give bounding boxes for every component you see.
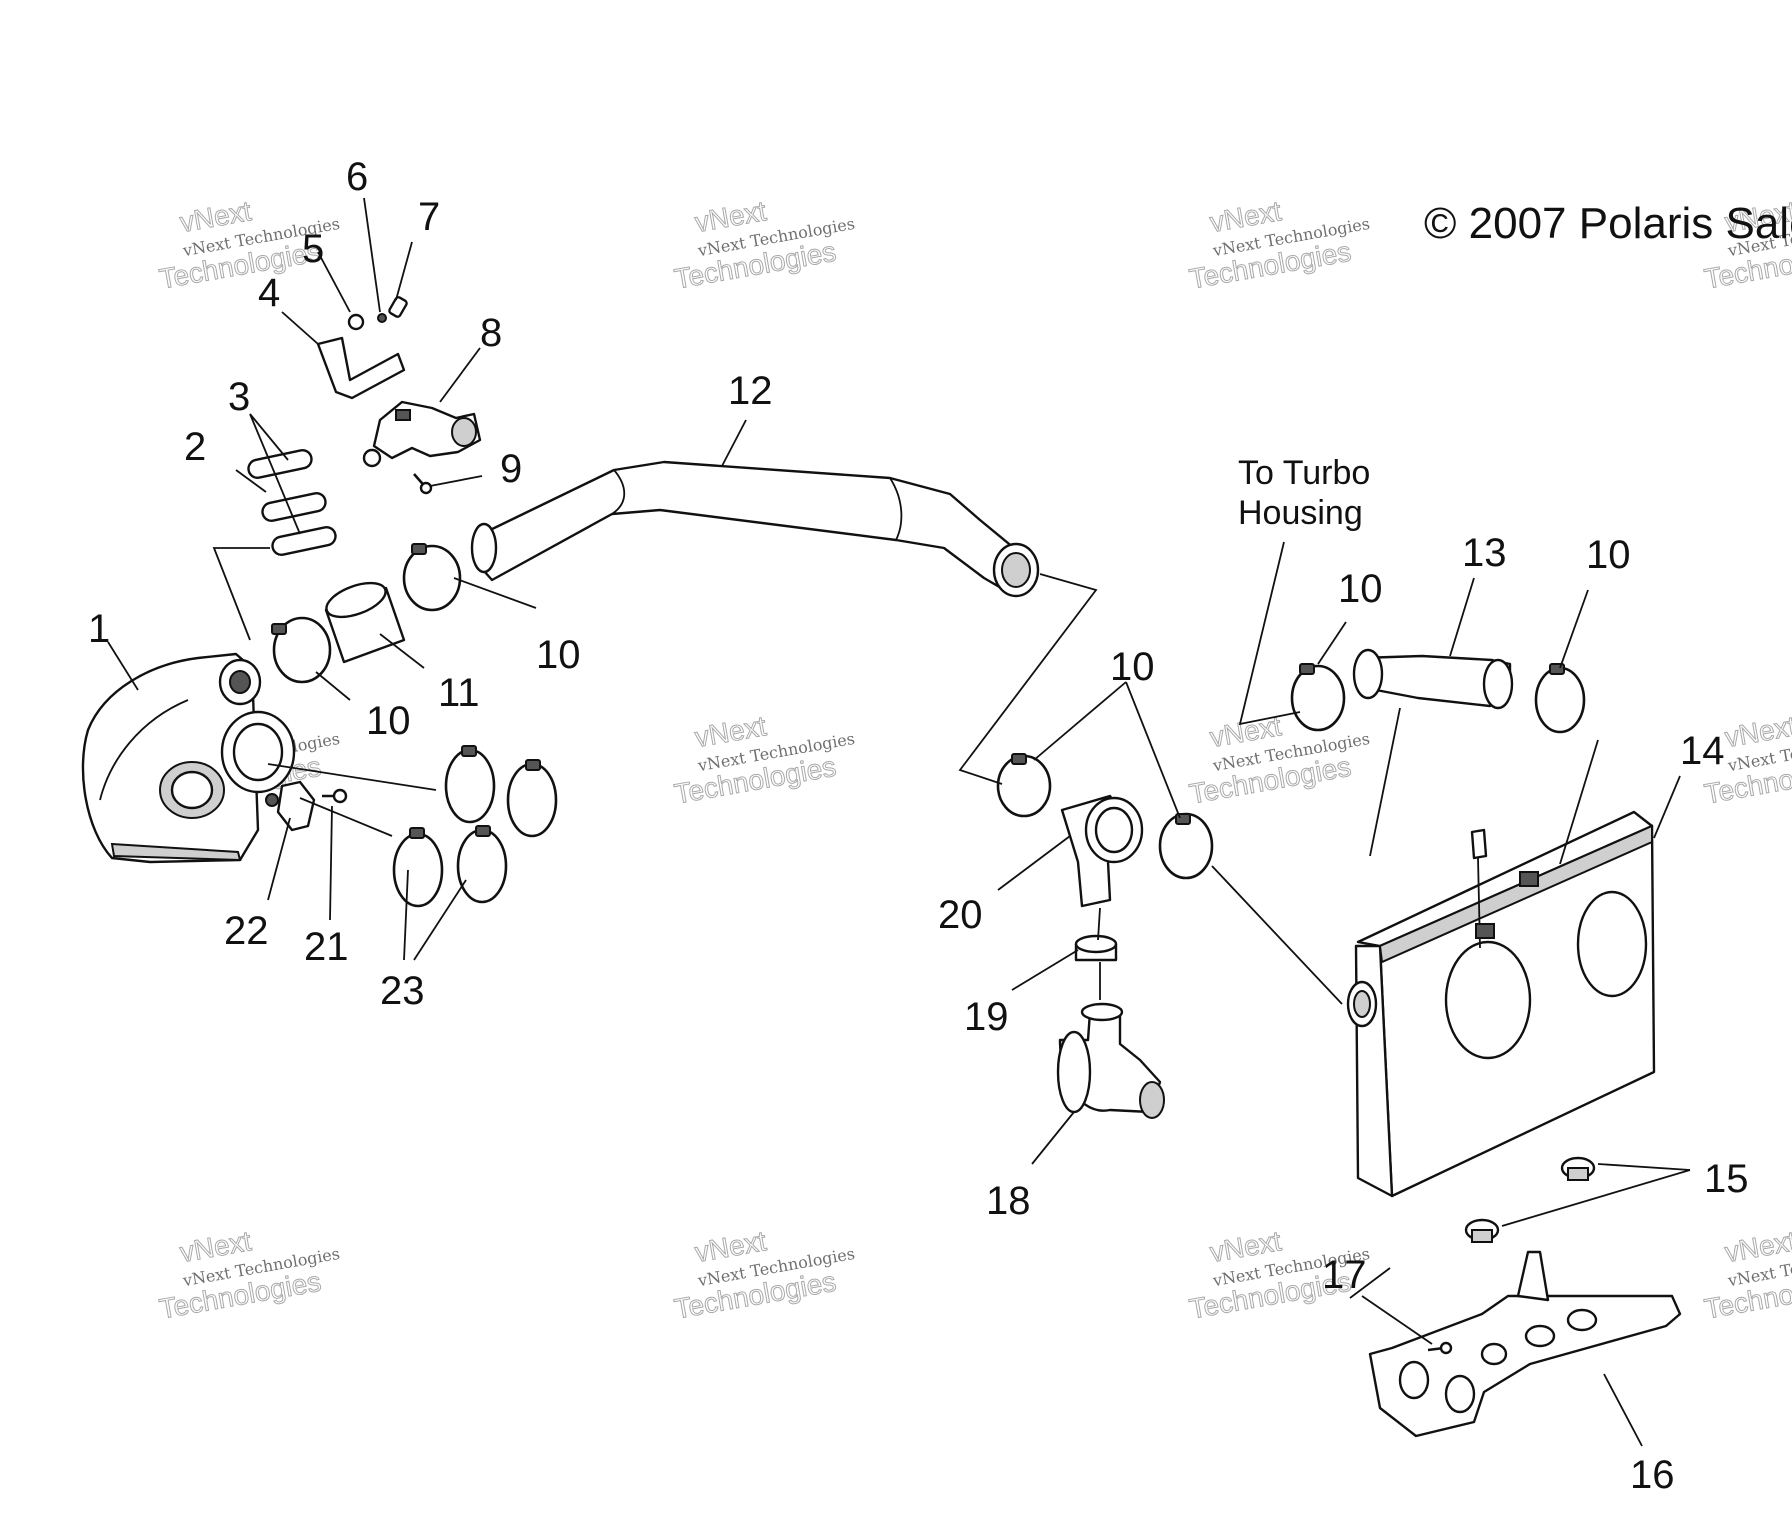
part-10-clamps bbox=[271, 543, 1586, 880]
callout-4: 4 bbox=[258, 271, 280, 315]
callout-10-e: 10 bbox=[1586, 533, 1631, 577]
copyright-text: © 2007 Polaris Sales bbox=[1424, 199, 1792, 248]
turbo-note-line2: Housing bbox=[1238, 494, 1363, 532]
callout-1: 1 bbox=[88, 607, 110, 651]
part-14-intercooler bbox=[1346, 810, 1656, 1198]
leader-lines bbox=[107, 197, 1691, 1447]
part-18-fitting bbox=[1056, 1002, 1165, 1119]
callout-10-c: 10 bbox=[1110, 645, 1155, 689]
part-5-nut bbox=[347, 313, 365, 331]
watermark: vNext vNext Technologies Technologies bbox=[1187, 195, 1372, 295]
callout-11: 11 bbox=[438, 671, 480, 715]
callout-19: 19 bbox=[964, 995, 1009, 1039]
part-13-tube bbox=[1352, 648, 1514, 710]
callout-23: 23 bbox=[380, 969, 425, 1013]
callout-12: 12 bbox=[728, 369, 773, 413]
callout-21: 21 bbox=[304, 925, 349, 969]
part-23-clamps bbox=[392, 745, 558, 908]
callout-14: 14 bbox=[1680, 729, 1725, 773]
turbo-note-line1: To Turbo bbox=[1238, 454, 1370, 492]
part-6-washer bbox=[377, 313, 387, 323]
callout-17: 17 bbox=[1322, 1253, 1367, 1297]
callout-7: 7 bbox=[418, 195, 440, 239]
part-19-ring bbox=[1074, 934, 1118, 962]
part-8-valve bbox=[362, 400, 482, 468]
part-11-coupler bbox=[324, 581, 406, 664]
callout-5: 5 bbox=[302, 227, 324, 271]
part-1-airbox-housing bbox=[81, 652, 296, 864]
callout-10-b: 10 bbox=[366, 699, 411, 743]
callout-18: 18 bbox=[986, 1179, 1031, 1223]
part-15-grommets bbox=[1464, 1156, 1596, 1243]
callout-20: 20 bbox=[938, 893, 983, 937]
callout-13: 13 bbox=[1462, 531, 1507, 575]
part-7-bolt bbox=[388, 296, 408, 318]
part-21-screw bbox=[322, 788, 348, 804]
callout-8: 8 bbox=[480, 311, 502, 355]
part-4-bracket bbox=[316, 336, 406, 400]
part-22-sensor bbox=[265, 780, 316, 832]
watermark: vNext vNext Technologies Technologies bbox=[672, 195, 857, 295]
callout-10-a: 10 bbox=[536, 633, 581, 677]
part-3-hoses bbox=[247, 449, 337, 556]
watermark: vNext vNext Technologies Technologies bbox=[672, 1225, 857, 1325]
turbo-housing-note: To Turbo Housing bbox=[1238, 454, 1370, 532]
callout-layer: 1 2 3 4 5 6 7 8 9 10 10 10 10 10 11 12 1… bbox=[88, 155, 1749, 1497]
part-16-bracket bbox=[1368, 1250, 1682, 1438]
part-12-intake-tube bbox=[470, 460, 1040, 598]
watermark: vNext vNext Technologies Technologies bbox=[157, 1225, 342, 1325]
callout-10-d: 10 bbox=[1338, 567, 1383, 611]
callout-2: 2 bbox=[184, 425, 206, 469]
callout-3: 3 bbox=[228, 375, 250, 419]
watermark: vNext vNext Technologies Technologies bbox=[672, 710, 857, 810]
callout-16: 16 bbox=[1630, 1453, 1675, 1497]
callout-22: 22 bbox=[224, 909, 269, 953]
part-17-rivet bbox=[1427, 1341, 1453, 1355]
part-9-screw bbox=[413, 473, 433, 495]
part-20-tee bbox=[1060, 794, 1144, 908]
callout-6: 6 bbox=[346, 155, 368, 199]
callout-9: 9 bbox=[500, 447, 522, 491]
callout-15: 15 bbox=[1704, 1157, 1749, 1201]
watermark-layer: vNext vNext Technologies Technologies vN… bbox=[157, 195, 1792, 1325]
watermark: vNext vNext Technologies Technologies bbox=[1702, 1225, 1792, 1325]
watermark: vNext vNext Technologies Technologies bbox=[1187, 710, 1372, 810]
